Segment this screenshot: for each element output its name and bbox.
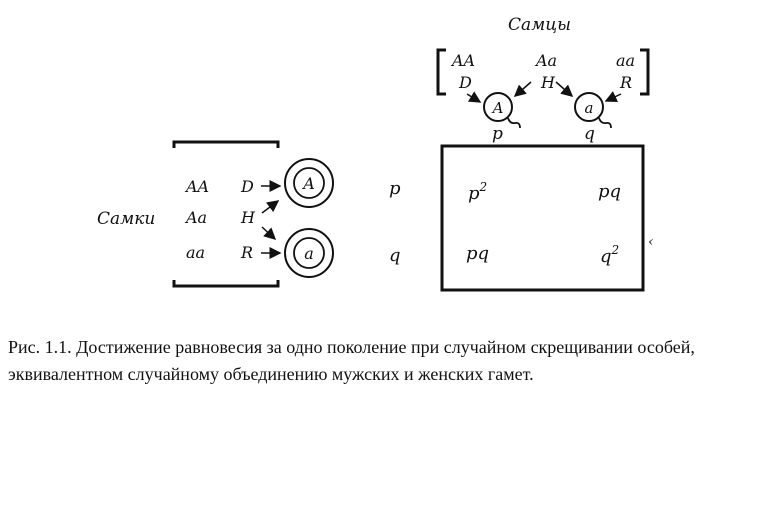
males-label: Самцы [508,15,571,35]
column-freq-q: q [584,124,595,144]
male-gamete-A-icon [483,92,513,122]
cell-bottom-right: q2 [600,243,619,267]
females-bracket-top [172,140,280,148]
female-genotype-AA: AA [184,177,209,196]
females-bracket-bottom [172,280,280,288]
male-gamete-a-icon [574,92,604,122]
sperm-tail-icon [598,117,612,129]
female-code-R: R [240,243,253,262]
male-code-D: D [458,73,472,92]
arrow-female-H-to-A [261,200,280,214]
female-gamete-a-inner-icon [293,237,325,269]
male-gamete-a-label: a [585,99,594,117]
punnett-diagram: Самцы AA D Aa H aa R A a p q Самки AA D … [97,15,654,292]
female-gamete-a-label: a [304,244,314,263]
male-genotype-Aa: Aa [534,51,557,70]
female-gamete-A-outer-icon [284,158,334,208]
females-label: Самки [97,209,155,229]
male-gamete-A-label: A [491,99,504,117]
male-code-R: R [619,73,632,92]
row-freq-p: p [389,178,401,199]
males-bracket-left [436,48,446,96]
cell-bottom-left: pq [466,243,489,264]
cell-top-right: pq [598,181,621,202]
female-code-D: D [240,177,254,196]
arrow-male-R-to-a [604,91,622,102]
male-genotype-AA: AA [450,51,475,70]
arrow-male-D-to-A [466,91,482,103]
male-code-H: H [540,73,556,92]
edge-mark: ‹ [648,234,654,250]
female-gamete-A-inner-icon [293,167,325,199]
males-bracket-right [640,48,650,96]
column-freq-p: p [492,124,503,144]
female-genotype-aa: aa [186,243,205,262]
female-genotype-Aa: Aa [184,208,207,227]
arrow-female-H-to-a [261,226,277,241]
male-genotype-aa: aa [616,51,635,70]
female-gamete-A-label: A [301,174,315,193]
female-code-H: H [240,208,256,227]
arrow-male-H-to-A [513,81,532,97]
figure-caption: Рис. 1.1. Достижение равновесия за одно … [8,337,695,384]
row-freq-q: q [389,245,401,266]
arrow-male-H-to-a [555,81,574,97]
punnett-square [440,144,645,292]
female-gamete-a-outer-icon [284,228,334,278]
sperm-tail-icon [507,117,521,129]
cell-top-left: p2 [468,180,487,204]
